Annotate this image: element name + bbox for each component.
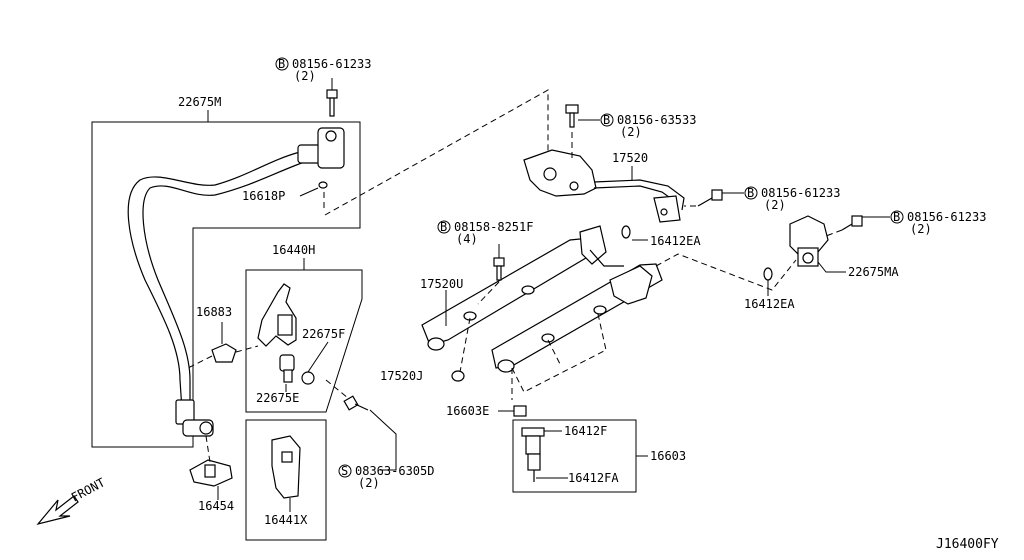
label-screw-d-qty: (2) <box>358 476 380 490</box>
label-bolt-far-right: 08156-61233 <box>907 210 986 224</box>
oring-16618p <box>318 181 328 189</box>
bolt-rail-icon <box>493 257 505 281</box>
injector-icon <box>521 427 545 482</box>
badge-b-right: B <box>747 186 754 200</box>
tube-17520-icon <box>523 149 685 223</box>
bracket-box <box>245 269 363 413</box>
label-group: B 08156-61233 (2) 22675M 16618P 16440H 1… <box>69 57 999 552</box>
label-bolt-far-right-qty: (2) <box>910 222 932 236</box>
damper-22675e-icon <box>279 354 295 383</box>
oring-16412ea-1 <box>621 225 631 239</box>
fuel-rail-icon <box>421 225 663 373</box>
bolt-top-icon <box>326 89 338 117</box>
badge-b-rail: B <box>440 220 447 234</box>
oring-16412ea-2 <box>763 267 773 281</box>
regulator-22675ma-icon <box>789 215 829 267</box>
bolt-mid-icon <box>565 104 579 128</box>
label-17520j: 17520J <box>380 369 423 383</box>
ref-code: J16400FY <box>936 537 999 552</box>
label-bolt-mid: 08156-63533 <box>617 113 696 127</box>
hose-fitting-top <box>297 127 345 169</box>
label-bolt-mid-qty: (2) <box>620 125 642 139</box>
hose-fitting-bottom <box>175 399 214 437</box>
label-16454: 16454 <box>198 499 234 513</box>
label-16441x: 16441X <box>264 513 308 527</box>
label-16412fa: 16412FA <box>568 471 619 485</box>
label-22675m: 22675M <box>178 95 221 109</box>
clip-box <box>245 419 327 541</box>
label-bolt-right: 08156-61233 <box>761 186 840 200</box>
label-16412ea-2: 16412EA <box>744 297 795 311</box>
bracket-16440h-icon <box>257 283 297 347</box>
label-16440h: 16440H <box>272 243 315 257</box>
clip-16441x-icon <box>271 435 301 499</box>
label-22675f: 22675F <box>302 327 345 341</box>
badge-b: B <box>278 57 285 71</box>
label-bolt-top: 08156-61233 <box>292 57 371 71</box>
label-22675ma: 22675MA <box>848 265 899 279</box>
label-16603: 16603 <box>650 449 686 463</box>
hose-assy-box <box>91 121 361 448</box>
label-22675e: 22675E <box>256 391 299 405</box>
label-17520: 17520 <box>612 151 648 165</box>
label-16603e: 16603E <box>446 404 489 418</box>
label-17520u: 17520U <box>420 277 463 291</box>
bolt-far-right-icon <box>841 215 863 231</box>
label-16618p: 16618P <box>242 189 285 203</box>
label-bolt-right-qty: (2) <box>764 198 786 212</box>
badge-b-mid: B <box>603 113 610 127</box>
clip-16603e-icon <box>513 405 527 417</box>
spacer-17520j <box>451 370 465 382</box>
label-screw-d: 08363-6305D <box>355 464 434 478</box>
badge-s: S <box>341 464 348 478</box>
label-bolt-rail-qty: (4) <box>456 232 478 246</box>
label-16412f: 16412F <box>564 424 607 438</box>
damper-22675f-icon <box>301 371 315 385</box>
label-front: FRONT <box>69 475 107 504</box>
clip-16883-icon <box>211 343 237 363</box>
label-16412ea-1: 16412EA <box>650 234 701 248</box>
label-bolt-top-qty: (2) <box>294 69 316 83</box>
label-16883: 16883 <box>196 305 232 319</box>
bolt-right-icon <box>697 189 723 207</box>
badge-b-far-right: B <box>893 210 900 224</box>
screw-icon <box>343 395 369 411</box>
front-arrow-icon <box>36 495 79 526</box>
label-bolt-rail: 08158-8251F <box>454 220 533 234</box>
fuel-hose <box>127 151 301 411</box>
clamp-16454-icon <box>189 459 233 487</box>
